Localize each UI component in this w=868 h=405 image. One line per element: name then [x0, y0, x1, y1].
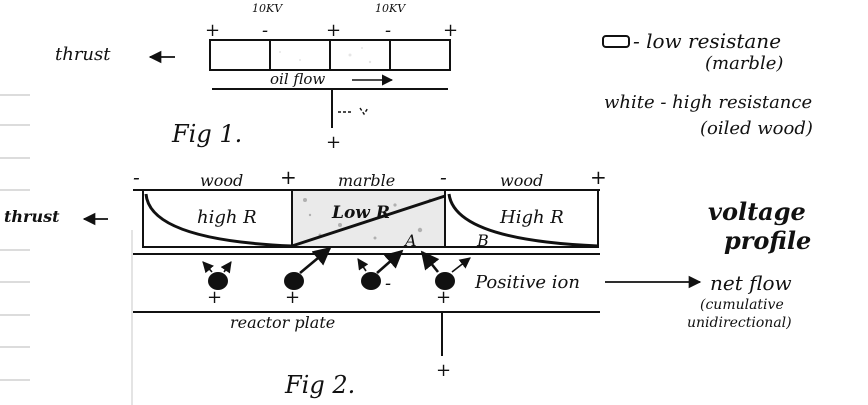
fig1-sign: +: [205, 20, 220, 41]
fig1-voltage-label: 10KV: [252, 2, 283, 15]
fig2-sign: -: [440, 165, 447, 189]
fig2-sign: +: [280, 165, 297, 189]
notebook-ruling: [0, 94, 133, 405]
voltage-profile-line2: profile: [724, 226, 811, 255]
net-flow-label: net flow: [710, 271, 792, 295]
fig1-voltage-label: 10KV: [375, 2, 406, 15]
ion-sign: -: [385, 273, 391, 294]
fig1-block-row: [209, 39, 451, 71]
fig2-segment-label: marble: [338, 171, 395, 190]
fig2-sign: +: [590, 165, 607, 189]
fig1-caption: Fig 1.: [171, 120, 242, 148]
fig2: - + - + wood marble wood high R Low R Hi…: [4, 165, 811, 399]
fig1-sign: -: [385, 20, 391, 41]
fig2-sign: -: [133, 165, 140, 189]
fig2-caption: Fig 2.: [284, 371, 355, 399]
fig2-segment-label: wood: [200, 171, 243, 190]
cumulative-line1: (cumulative: [700, 297, 784, 313]
ion-arrows: [202, 246, 471, 274]
ion-particle: [284, 272, 304, 290]
voltage-profile-line1: voltage: [708, 197, 806, 226]
fig1-thrust-label: thrust: [55, 44, 111, 65]
fig2-segment-label: wood: [500, 171, 543, 190]
ion-label: Positive ion: [474, 272, 580, 293]
legend-high-line2: (oiled wood): [700, 118, 813, 139]
fig1-flow-label: oil flow: [270, 70, 325, 88]
plate-sign: +: [436, 360, 451, 381]
fig2-block-label: Low R: [331, 203, 390, 223]
fig1-sign: +: [443, 20, 458, 41]
ion-sign: +: [436, 287, 451, 308]
ion-particle: [361, 272, 381, 290]
fig2-block-row: [142, 189, 599, 248]
fig2-block-label: high R: [197, 207, 257, 228]
ion-sign: +: [285, 287, 300, 308]
fig2-thrust-label: thrust: [4, 207, 60, 226]
legend-swatch: [602, 35, 630, 48]
legend: - low resistane (marble) white - high re…: [602, 29, 813, 139]
ion-particle: [208, 272, 228, 290]
legend-low-line2: (marble): [705, 53, 783, 74]
fig1-dash-mark: [338, 107, 369, 116]
fig1-sign: -: [262, 20, 268, 41]
fig1-sign: +: [326, 20, 341, 41]
fig2-point-label: B: [476, 231, 489, 250]
ion-particle: [435, 272, 455, 290]
voltage-profile-curve: [144, 193, 599, 248]
legend-low-line1: - low resistane: [633, 29, 781, 53]
cumulative-line2: unidirectional): [687, 315, 792, 331]
fig1-bottom-sign: +: [326, 132, 341, 153]
fig2-point-label: A: [403, 231, 417, 250]
legend-high-line1: white - high resistance: [604, 92, 812, 113]
reactor-plate-label: reactor plate: [230, 313, 335, 332]
fig2-block-label: High R: [499, 207, 564, 228]
fig1-marble-speckle: [279, 47, 372, 64]
ion-sign: +: [207, 287, 222, 308]
fig1: 10KV 10KV + - + - + thrust oil flow + Fi…: [55, 2, 458, 153]
positive-ions: [208, 272, 455, 290]
